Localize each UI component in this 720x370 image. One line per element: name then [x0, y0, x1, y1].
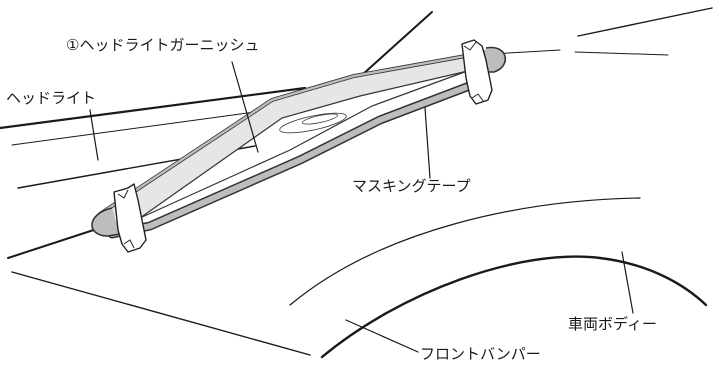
- tape-piece-left: [113, 183, 147, 253]
- garnish-label: ①ヘッドライトガーニッシュ: [66, 36, 260, 54]
- headlight-label: ヘッドライト: [6, 89, 97, 107]
- vehicle-body-label: 車両ボディー: [568, 315, 657, 333]
- leader-lines: [89, 61, 634, 353]
- front-bumper-label: フロントバンパー: [420, 345, 541, 363]
- garnish-strip: [91, 46, 506, 239]
- body-bumper-outline: [11, 197, 708, 359]
- tape-piece-right: [461, 39, 493, 105]
- masking-tape-label: マスキングテープ: [352, 177, 471, 195]
